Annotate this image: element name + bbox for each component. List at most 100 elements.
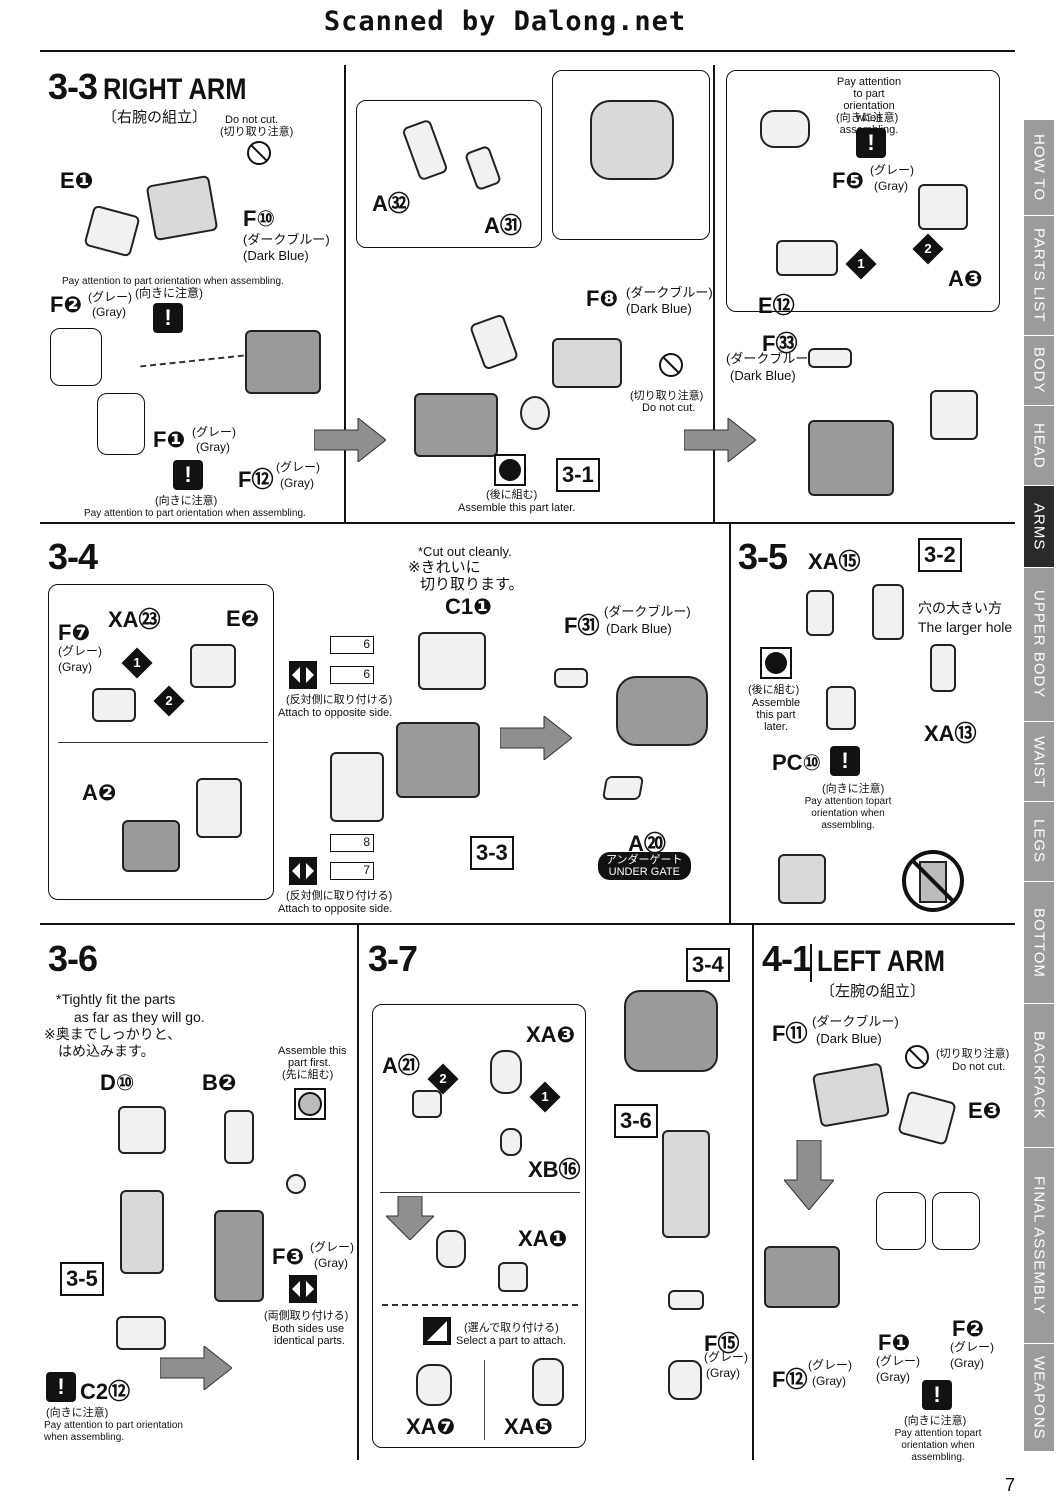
part-label-A31: A㉛: [484, 213, 522, 238]
arm-assembly-part: [396, 722, 480, 798]
color-note: (グレー): [870, 163, 914, 177]
step-order-badge: 1: [121, 647, 153, 679]
option-divider: [382, 1304, 578, 1306]
part-label-A32: A㉜: [372, 191, 410, 216]
arm-block-part: [414, 393, 498, 457]
color-note: (グレー): [276, 460, 320, 474]
attention-note: Pay attention topart orientation when as…: [804, 796, 892, 831]
sidebar-tab-waist[interactable]: WAIST: [1024, 722, 1054, 802]
no-wrong-orientation-icon: [902, 850, 964, 912]
sidebar-tab-bottom[interactable]: BOTTOM: [1024, 882, 1054, 1004]
forearm-assembled: [214, 1210, 264, 1302]
attention-note-jp: (向きに注意): [46, 1407, 109, 1419]
sidebar-tab-arms[interactable]: ARMS: [1024, 486, 1054, 568]
part-label-F12: F⑫: [238, 467, 274, 492]
detail-inset: [97, 393, 145, 455]
divider: [357, 923, 359, 1460]
flow-arrow-icon: [160, 1346, 232, 1390]
opposite-note-jp: (反対側に取り付ける): [286, 694, 393, 706]
color-note: (Dark Blue): [626, 301, 692, 316]
part-XA7: [416, 1364, 452, 1406]
detail-inset: [50, 328, 102, 386]
page-number: 7: [1005, 1475, 1016, 1495]
part-C1: [418, 632, 486, 690]
opposite-note-jp: (反対側に取り付ける): [286, 890, 393, 902]
part-label-E2: E❷: [226, 606, 260, 631]
part-label-XA1: XA❶: [518, 1226, 568, 1251]
scissors-no-cut-icon: [905, 1045, 929, 1069]
select-note: Select a part to attach.: [456, 1335, 567, 1347]
part-E2: [190, 644, 236, 688]
color-note: (Gray): [876, 1370, 910, 1384]
part-label-F7: F❼: [58, 620, 91, 645]
part-label-XA5: XA❺: [504, 1414, 554, 1439]
color-note: (Gray): [950, 1356, 984, 1370]
part-label-C11: C1❶: [445, 594, 492, 619]
correct-orientation-example: [778, 854, 826, 904]
part-XB16: [500, 1128, 522, 1156]
tight-fit-note-jp: ※奥までしっかりと、: [44, 1026, 182, 1042]
hand-part: [668, 1360, 702, 1400]
do-not-cut-note: Do not cut.: [225, 114, 279, 126]
select-part-icon: [423, 1317, 451, 1345]
sidebar-tab-upper-body[interactable]: UPPER BODY: [1024, 568, 1054, 722]
waist-preview-part: [590, 100, 674, 180]
sidebar-tab-weapons[interactable]: WEAPONS: [1024, 1344, 1054, 1452]
sidebar-tab-backpack[interactable]: BACKPACK: [1024, 1004, 1054, 1148]
color-note: (ダークブルー): [812, 1014, 899, 1029]
color-note: (Gray): [812, 1374, 846, 1388]
part-label-F31: F㉛: [564, 613, 600, 638]
part-PC10: [826, 686, 856, 730]
sidebar-tab-head[interactable]: HEAD: [1024, 406, 1054, 486]
heading-divider: [810, 944, 812, 982]
step-3-4-heading: 3-4: [48, 536, 98, 577]
instruction-frame: [40, 50, 1015, 1460]
color-note: (ダークブルー): [726, 351, 813, 366]
assemble-first-note-jp: (先に組む): [282, 1069, 334, 1081]
color-note: (ダークブルー): [604, 604, 691, 619]
sidebar-tab-how-to[interactable]: HOW TO: [1024, 120, 1054, 216]
color-note: (グレー): [876, 1354, 920, 1368]
part-F10: [145, 174, 219, 242]
sidebar-tab-body[interactable]: BODY: [1024, 336, 1054, 406]
sidebar-tab-final-assembly[interactable]: FINAL ASSEMBLY: [1024, 1148, 1054, 1344]
part-label-E12: E⑫: [758, 293, 795, 318]
attention-note: Pay attention to part orientation when a…: [44, 1420, 183, 1443]
attention-note-jp: (向きに注意): [135, 286, 203, 300]
divider: [40, 522, 1015, 524]
part-XA3: [490, 1050, 522, 1094]
joint-part: [520, 396, 550, 430]
step-order-badge: 2: [912, 233, 944, 265]
attention-note-jp: (向きに注意): [836, 112, 899, 124]
scissors-no-cut-icon: [659, 353, 683, 377]
color-note: (グレー): [310, 1240, 354, 1254]
seal-marker: 7: [330, 862, 374, 880]
joint-ref-part: [872, 584, 904, 640]
hand-joint-part: [436, 1230, 466, 1268]
cut-cleanly-note-jp: 切り取ります。: [420, 576, 524, 593]
option-divider: [484, 1360, 485, 1440]
sidebar-tab-legs[interactable]: LEGS: [1024, 802, 1054, 882]
color-note: (Gray): [706, 1366, 740, 1380]
part-E12: [776, 240, 838, 276]
ref-box-3-2: 3-2: [918, 538, 962, 572]
assemble-later-note: Assemble this part later.: [458, 502, 576, 514]
part-label-E3: E❸: [968, 1098, 1002, 1123]
attention-icon: !: [922, 1380, 952, 1410]
part-F33: [808, 348, 852, 368]
part-label-C212: C2⑫: [80, 1379, 131, 1404]
assemble-later-icon: [760, 647, 792, 679]
attention-note: Pay attention topart orientation when as…: [894, 1428, 982, 1463]
inset-divider: [380, 1192, 580, 1193]
divider: [729, 522, 731, 924]
color-note: (ダークブルー): [626, 285, 713, 300]
attention-note-jp: (向きに注意): [155, 495, 218, 507]
ref-box-3-1: 3-1: [556, 458, 600, 492]
sidebar-tab-parts-list[interactable]: PARTS LIST: [1024, 216, 1054, 336]
both-sides-note: identical parts.: [274, 1335, 345, 1347]
part-label-XA7: XA❼: [406, 1414, 456, 1439]
down-arrow-icon: [784, 1140, 834, 1210]
attention-note-jp: (向きに注意): [822, 783, 885, 795]
do-not-cut-note-jp: (切り取り注意): [630, 390, 704, 402]
scissors-no-cut-icon: [247, 141, 271, 165]
